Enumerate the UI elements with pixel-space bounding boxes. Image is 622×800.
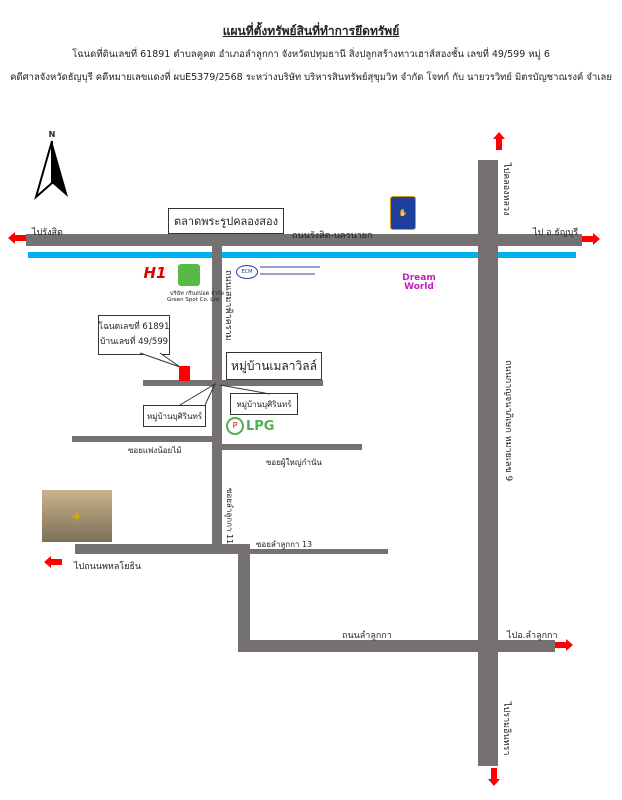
busarin-label-right: หมู่บ้านบุศิรินทร์ — [230, 393, 298, 415]
dream-world-logo: Dream World — [402, 273, 436, 292]
arrow-down-icon — [488, 768, 500, 786]
soi-13-label: ซอยลำลูกกา 13 — [256, 540, 313, 549]
kanchanaphisek-road — [478, 160, 498, 766]
canal — [28, 252, 576, 258]
village-soi — [143, 380, 323, 386]
soi-11-label: ซอยลำลูกกา 11 — [225, 488, 234, 545]
property-callout: โฉนดเลขที่ 61891 บ้านเลขที่ 49/599 — [98, 315, 170, 355]
soi-phuyai-label: ซอยผู้ใหญ่กำนัน — [266, 458, 322, 467]
arrow-up-icon — [493, 132, 505, 150]
property-marker[interactable] — [179, 366, 190, 381]
market-label: ตลาดพระรูปคลองสอง — [168, 208, 284, 234]
house-number-label: บ้านเลขที่ 49/599 — [99, 337, 169, 347]
green-spot-th: บริษัท กรีนสปอต จำกัด — [170, 291, 225, 297]
soi-phuyai-road — [222, 444, 362, 450]
kanchana-road-label: ถนนกาญจนาภิเษก หมายเลข 9 — [503, 360, 513, 482]
h1-logo: H1 — [143, 264, 167, 282]
rangsit-nakhonnayok-road — [26, 234, 582, 246]
lamlukka-road-label: ถนนลำลูกกา — [342, 631, 392, 641]
deed-number-label: โฉนดเลขที่ 61891 — [98, 322, 170, 332]
company-text-line — [260, 266, 320, 268]
lpg-logo: P LPG — [226, 417, 274, 435]
sema-fah-kram-road — [212, 246, 222, 549]
seal-logo: ✋ — [390, 196, 416, 230]
arrow-left-icon — [44, 556, 62, 568]
lamlukka-road — [238, 640, 555, 652]
soi-13-road — [250, 549, 388, 554]
to-lamlukka-label: ไปอ.ลำลูกกา — [507, 631, 558, 641]
to-phahon-road — [75, 544, 250, 554]
to-thanyaburi-label: ไป อ.ธัญบุรี — [533, 228, 579, 238]
green-spot-en: Green Spot Co. Ltd. — [167, 297, 221, 303]
soi-phaeng-label: ซอยแพ่งน้อยไม้ — [128, 446, 182, 455]
north-arrow-icon: N — [32, 130, 72, 205]
callout-pointers — [179, 382, 271, 406]
busarin-label-left: หมู่บ้านบุศิรินทร์ — [143, 405, 206, 427]
to-khlong-luang-label: ไปคลองหลวง — [501, 163, 511, 216]
connector-road — [238, 544, 250, 652]
case-info: คดีศาลจังหวัดธัญบุรี คดีหมายเลขแดงที่ ผบ… — [10, 72, 612, 83]
main-road-label: ถนนรังสิต-นครนายก — [292, 231, 373, 241]
green-spot-logo — [178, 264, 200, 286]
maela-ville-label: หมู่บ้านเมลาวิลล์ — [226, 352, 322, 380]
to-phahon-label: ไปถนนพหลโยธิน — [74, 562, 142, 572]
deed-info: โฉนดที่ดินเลขที่ 61891 ตำบลคูคต อำเภอลำล… — [72, 49, 550, 60]
arrow-right-icon — [582, 233, 600, 245]
sema-road-label: ถนนเสมาฟ้าคราม — [223, 270, 233, 341]
arrow-right-icon — [555, 639, 573, 651]
to-ramintra-label: ไปรามอินทรา — [501, 702, 511, 756]
arrow-left-icon — [8, 232, 26, 244]
page-title: แผนที่ตั้งทรัพย์สินที่ทำการยึดทรัพย์ — [222, 24, 400, 38]
company-logo: ECM — [236, 265, 258, 279]
temple-photo: ✦ — [42, 490, 112, 542]
to-rangsit-label: ไปรังสิต — [32, 228, 63, 238]
company-text-line — [260, 273, 315, 275]
soi-phaeng-road — [72, 436, 212, 442]
